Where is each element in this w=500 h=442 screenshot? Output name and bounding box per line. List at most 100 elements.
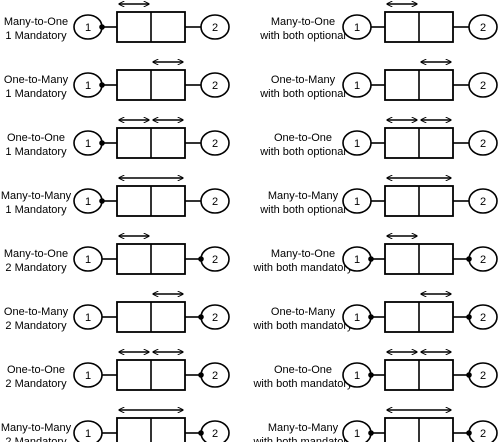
relation-title: One-to-One: [7, 132, 65, 144]
entity-right-label: 2: [480, 80, 486, 92]
relation-1-7: One-to-One 2 Mandatory 1 2: [5, 352, 230, 391]
relation-title: Many-to-One: [4, 248, 68, 260]
entity-right: [200, 72, 230, 98]
entity-right: [200, 130, 230, 156]
entity-left: [342, 14, 372, 40]
relation-title: One-to-Many: [271, 306, 336, 318]
entity-left-label: 1: [85, 428, 91, 440]
relation-subtitle: with both optional: [259, 88, 346, 100]
entity-right-label: 2: [480, 312, 486, 324]
entity-right-label: 2: [480, 138, 486, 150]
relation-subtitle: 1 Mandatory: [5, 30, 67, 42]
entity-right-label: 2: [212, 312, 218, 324]
entity-right-label: 2: [212, 80, 218, 92]
mandatory-dot-left: [368, 372, 374, 378]
relation-subtitle: 2 Mandatory: [5, 262, 67, 274]
mandatory-dot-left: [368, 430, 374, 436]
entity-left-label: 1: [85, 80, 91, 92]
entity-left-label: 1: [354, 138, 360, 150]
entity-right-label: 2: [212, 370, 218, 382]
entity-right: [468, 188, 498, 214]
relation-title: Many-to-Many: [268, 422, 339, 434]
relation-subtitle: 2 Mandatory: [5, 320, 67, 332]
relation-title: One-to-Many: [4, 74, 69, 86]
entity-left-label: 1: [354, 22, 360, 34]
entity-right: [200, 14, 230, 40]
mandatory-dot-right: [466, 314, 472, 320]
entity-right-label: 2: [480, 428, 486, 440]
relation-title: One-to-One: [274, 132, 332, 144]
entity-left: [342, 72, 372, 98]
relation-title: Many-to-One: [271, 248, 335, 260]
relation-subtitle: with both mandatory: [252, 262, 353, 274]
relation-subtitle: with both mandatory: [252, 320, 353, 332]
entity-right-label: 2: [212, 254, 218, 266]
mandatory-dot-left: [99, 140, 105, 146]
relation-title: One-to-One: [7, 364, 65, 376]
relation-title: Many-to-Many: [1, 422, 72, 434]
entity-right-label: 2: [480, 196, 486, 208]
mandatory-dot-left: [368, 314, 374, 320]
entity-right: [468, 72, 498, 98]
entity-left: [342, 130, 372, 156]
relation-subtitle: with both mandatory: [252, 378, 353, 390]
entity-left: [73, 246, 103, 272]
mandatory-dot-right: [198, 372, 204, 378]
entity-left: [73, 362, 103, 388]
mandatory-dot-left: [99, 198, 105, 204]
entity-right-label: 2: [212, 138, 218, 150]
entity-left-label: 1: [85, 370, 91, 382]
relation-title: One-to-One: [274, 364, 332, 376]
entity-left-label: 1: [354, 312, 360, 324]
entity-right-label: 2: [480, 22, 486, 34]
relation-subtitle: 2 Mandatory: [5, 378, 67, 390]
entity-right-label: 2: [212, 428, 218, 440]
entity-right-label: 2: [212, 196, 218, 208]
entity-left: [73, 420, 103, 442]
entity-right-label: 2: [480, 254, 486, 266]
entity-right-label: 2: [212, 22, 218, 34]
relation-1-5: Many-to-One 2 Mandatory 1 2: [4, 236, 230, 275]
relation-subtitle: with both optional: [259, 30, 346, 42]
entity-left-label: 1: [85, 254, 91, 266]
entity-left: [73, 304, 103, 330]
entity-left-label: 1: [85, 22, 91, 34]
relation-2-3: One-to-One with both optional 1 2: [259, 120, 498, 159]
relation-subtitle: with both optional: [259, 204, 346, 216]
mandatory-dot-right: [198, 256, 204, 262]
entity-right: [200, 188, 230, 214]
mandatory-dot-right: [466, 372, 472, 378]
relation-subtitle: with both optional: [259, 146, 346, 158]
relation-title: Many-to-One: [4, 16, 68, 28]
entity-left-label: 1: [354, 254, 360, 266]
relation-1-1: Many-to-One 1 Mandatory 1 2: [4, 4, 230, 43]
relation-subtitle: with both mandatory: [252, 436, 353, 442]
mandatory-dot-right: [466, 430, 472, 436]
mandatory-dot-left: [99, 82, 105, 88]
entity-right: [468, 130, 498, 156]
relation-subtitle: 1 Mandatory: [5, 204, 67, 216]
entity-left-label: 1: [85, 196, 91, 208]
relation-title: One-to-Many: [4, 306, 69, 318]
entity-right: [468, 14, 498, 40]
entity-left-label: 1: [354, 428, 360, 440]
relation-subtitle: 1 Mandatory: [5, 146, 67, 158]
entity-left-label: 1: [354, 370, 360, 382]
relation-title: Many-to-Many: [1, 190, 72, 202]
entity-left-label: 1: [85, 138, 91, 150]
relation-1-4: Many-to-Many 1 Mandatory 1 2: [1, 178, 230, 217]
relation-title: Many-to-Many: [268, 190, 339, 202]
mandatory-dot-right: [198, 314, 204, 320]
entity-right-label: 2: [480, 370, 486, 382]
